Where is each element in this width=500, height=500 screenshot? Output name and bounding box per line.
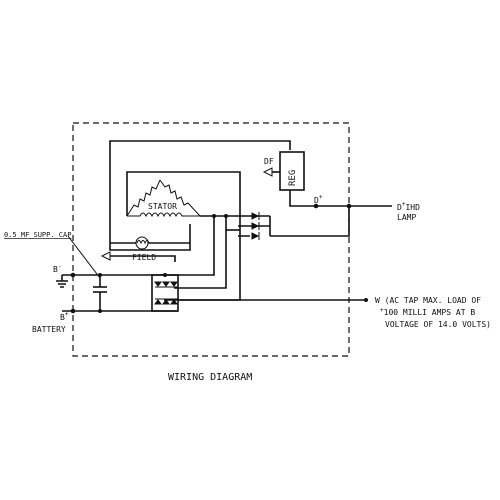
battery-label: BATTERY	[32, 325, 66, 334]
field-return-wire	[110, 255, 176, 262]
w-label-line1: W (AC TAP MAX. LOAD OF	[375, 296, 481, 305]
stator-to-rectifier-wire-1	[174, 216, 215, 276]
regulator-label: REG	[288, 170, 298, 186]
supp-cap-leader	[67, 235, 101, 279]
diode-icon	[170, 281, 178, 287]
b-minus-node-cap	[98, 273, 102, 277]
supp-cap-label: 0.5 MF SUPP. CAP	[4, 231, 71, 239]
ground-icon	[56, 275, 68, 288]
d-plus-label: D+	[314, 194, 323, 205]
diagram-title: WIRING DIAGRAM	[168, 372, 252, 383]
regulator-feed-wire	[109, 140, 291, 251]
rectifier-node-top	[163, 273, 167, 277]
diode-icon	[162, 281, 170, 287]
w-terminal-node	[364, 298, 368, 302]
b-plus-node-cap	[98, 309, 102, 313]
b-plus-node	[70, 308, 76, 314]
stator-winding-left	[126, 179, 161, 217]
stator-winding-right	[159, 179, 201, 217]
stator-winding-bottom	[127, 212, 200, 218]
df-label: DF	[264, 157, 274, 166]
b-minus-node	[70, 272, 76, 278]
regulator-box	[279, 151, 305, 191]
stator-frame	[126, 171, 241, 301]
diode-icon	[251, 212, 260, 220]
df-arrow-icon	[262, 167, 273, 177]
lamp-label-line1: D+IHD	[397, 201, 420, 212]
field-coil-icon	[135, 236, 149, 250]
rectifier-bridge	[151, 274, 179, 312]
rectifier-diodes	[154, 281, 178, 305]
stator-to-rectifier-wire-2	[174, 216, 227, 289]
regulator-output-wire	[289, 190, 392, 207]
field-coil-winding	[136, 240, 150, 245]
b-minus-label: B-	[53, 263, 61, 274]
stator-label: STATOR	[148, 202, 177, 211]
diode-icon	[154, 299, 162, 305]
diode-icon	[170, 299, 178, 305]
diode-icon	[162, 299, 170, 305]
d-plus-bus	[270, 206, 350, 237]
field-label: FIELD	[132, 253, 156, 262]
w-label-line2: +100 MILLI AMPS AT B	[380, 307, 475, 317]
diode-icon	[251, 232, 260, 240]
field-arrow-icon	[100, 251, 111, 261]
diode-icon	[154, 281, 162, 287]
b-plus-label: B+	[60, 311, 69, 322]
d-plus-terminal	[313, 203, 319, 209]
lamp-label-line2: LAMP	[397, 213, 416, 222]
diode-bus-right	[238, 216, 271, 237]
w-label-line3: VOLTAGE OF 14.0 VOLTS)	[385, 320, 491, 329]
alternator-enclosure	[72, 122, 350, 357]
